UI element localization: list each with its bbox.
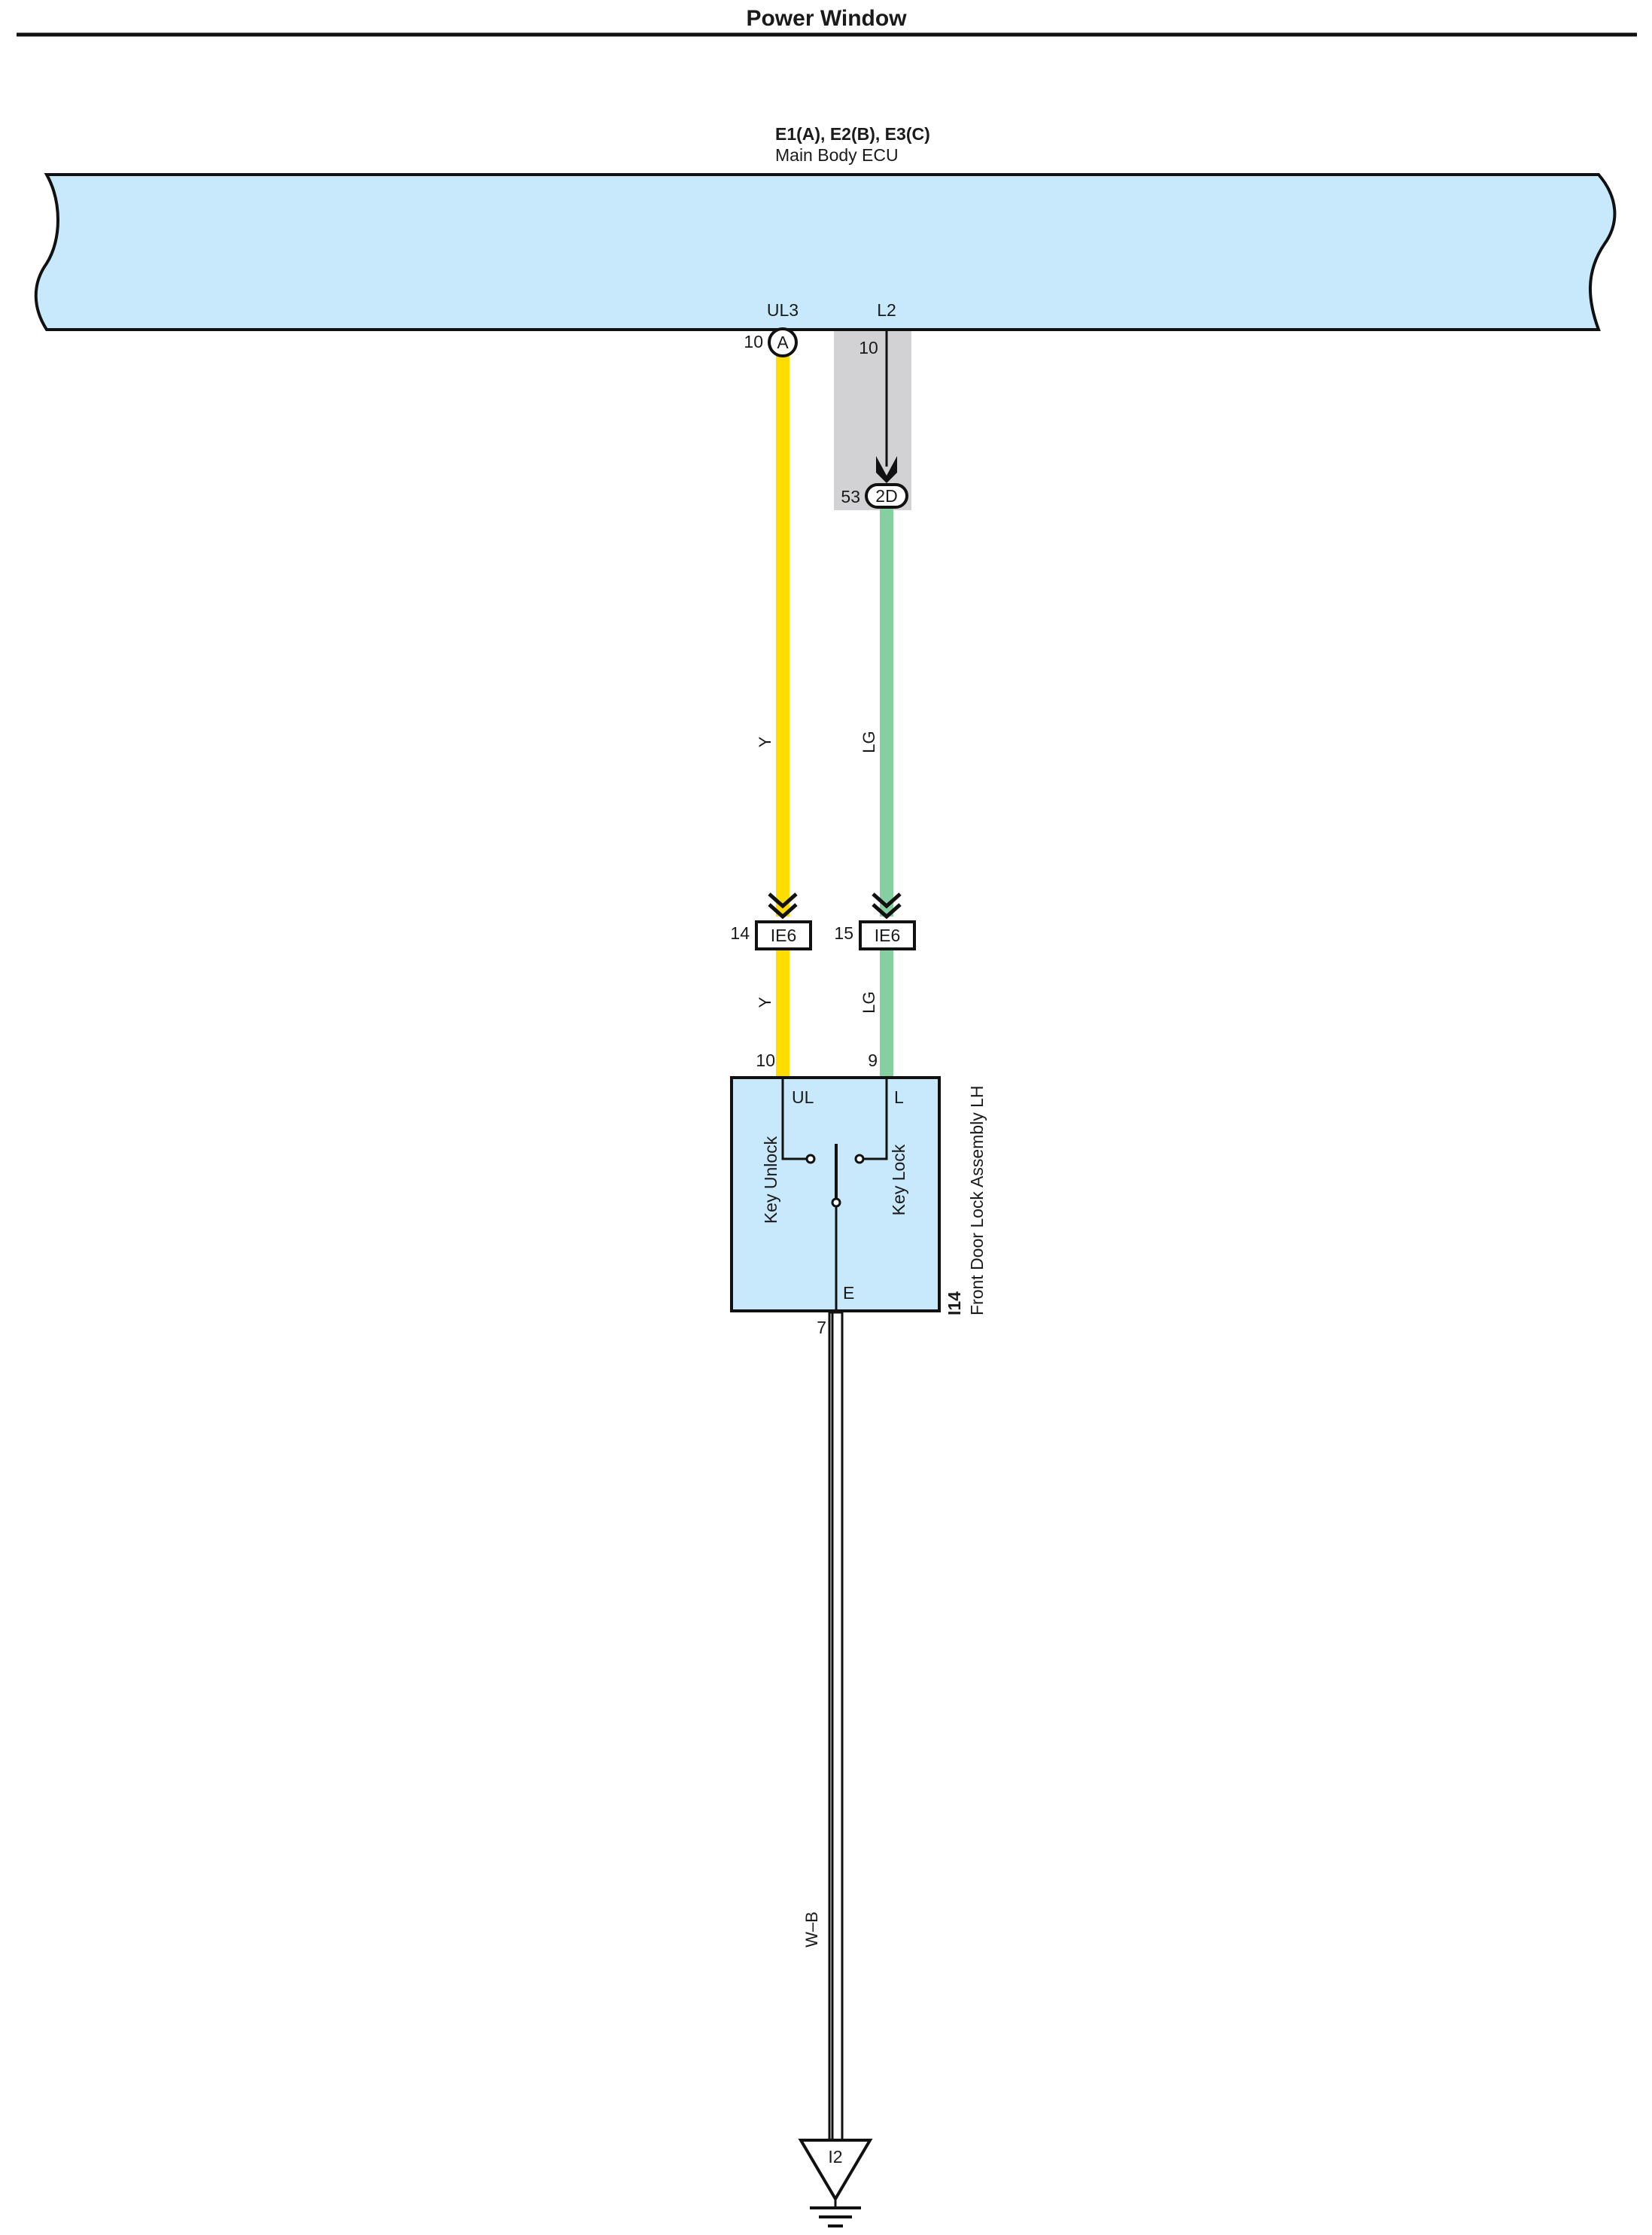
ecu-pin-l2: 10 [859,338,878,357]
wire-w-b-label: W–B [802,1911,821,1948]
ie6-connector-y [755,920,812,950]
ie6-pin-y: 14 [730,923,750,943]
switch-pivot [831,1197,841,1208]
key-lock-label: Key Lock [889,1144,908,1215]
lock-pin-l: 9 [868,1051,878,1070]
ecu-name: Main Body ECU [775,145,899,165]
ecu-terminal-l2: L2 [877,300,896,320]
key-unlock-label: Key Unlock [761,1136,780,1224]
lock-pin-ul: 10 [756,1051,775,1070]
lock-terminal-l: L [894,1087,904,1107]
ecu-connector-list: E1(A), E2(B), E3(C) [775,124,930,144]
ecu-connector-a-label: A [777,333,789,352]
wire-y-lower-label: Y [756,996,774,1008]
ie6-chevron-icon-y [768,892,798,920]
ecu-pin-ul3: 10 [744,332,763,351]
junction-shading [834,331,911,510]
junction-code: 2D [875,486,897,506]
ie6-pin-lg: 15 [834,923,853,943]
ie6-code-lg: IE6 [875,926,901,945]
ecu-terminal-ul3: UL3 [767,300,799,320]
ie6-connector-lg [859,920,916,950]
wire-lg-label: LG [859,731,878,753]
switch-wire-lock [863,1078,888,1160]
unlock-contact [805,1154,816,1164]
page-title: Power Window [746,6,907,31]
wire-lg-lower-label: LG [859,991,878,1013]
junction-pin: 53 [841,487,860,506]
switch-wire-unlock [781,1078,808,1160]
ie6-code-y: IE6 [771,926,797,945]
lock-terminal-e: E [843,1283,854,1303]
lock-contact [854,1154,865,1164]
ground-code: I2 [828,2147,842,2167]
junction-2d-badge [865,483,908,509]
ecu-connector-a-badge [768,327,798,357]
ecu-body-shape [34,173,1617,331]
lock-assembly-id: I14 [945,1291,964,1315]
ground-triangle [798,2139,873,2202]
junction-arrow-icon [876,456,897,483]
lock-pin-e: 7 [817,1318,826,1337]
ie6-chevron-icon-lg [872,892,902,920]
lock-assembly-name: Front Door Lock Assembly LH [967,1085,987,1315]
lock-terminal-ul: UL [792,1087,814,1107]
wire-y-label: Y [756,736,774,747]
